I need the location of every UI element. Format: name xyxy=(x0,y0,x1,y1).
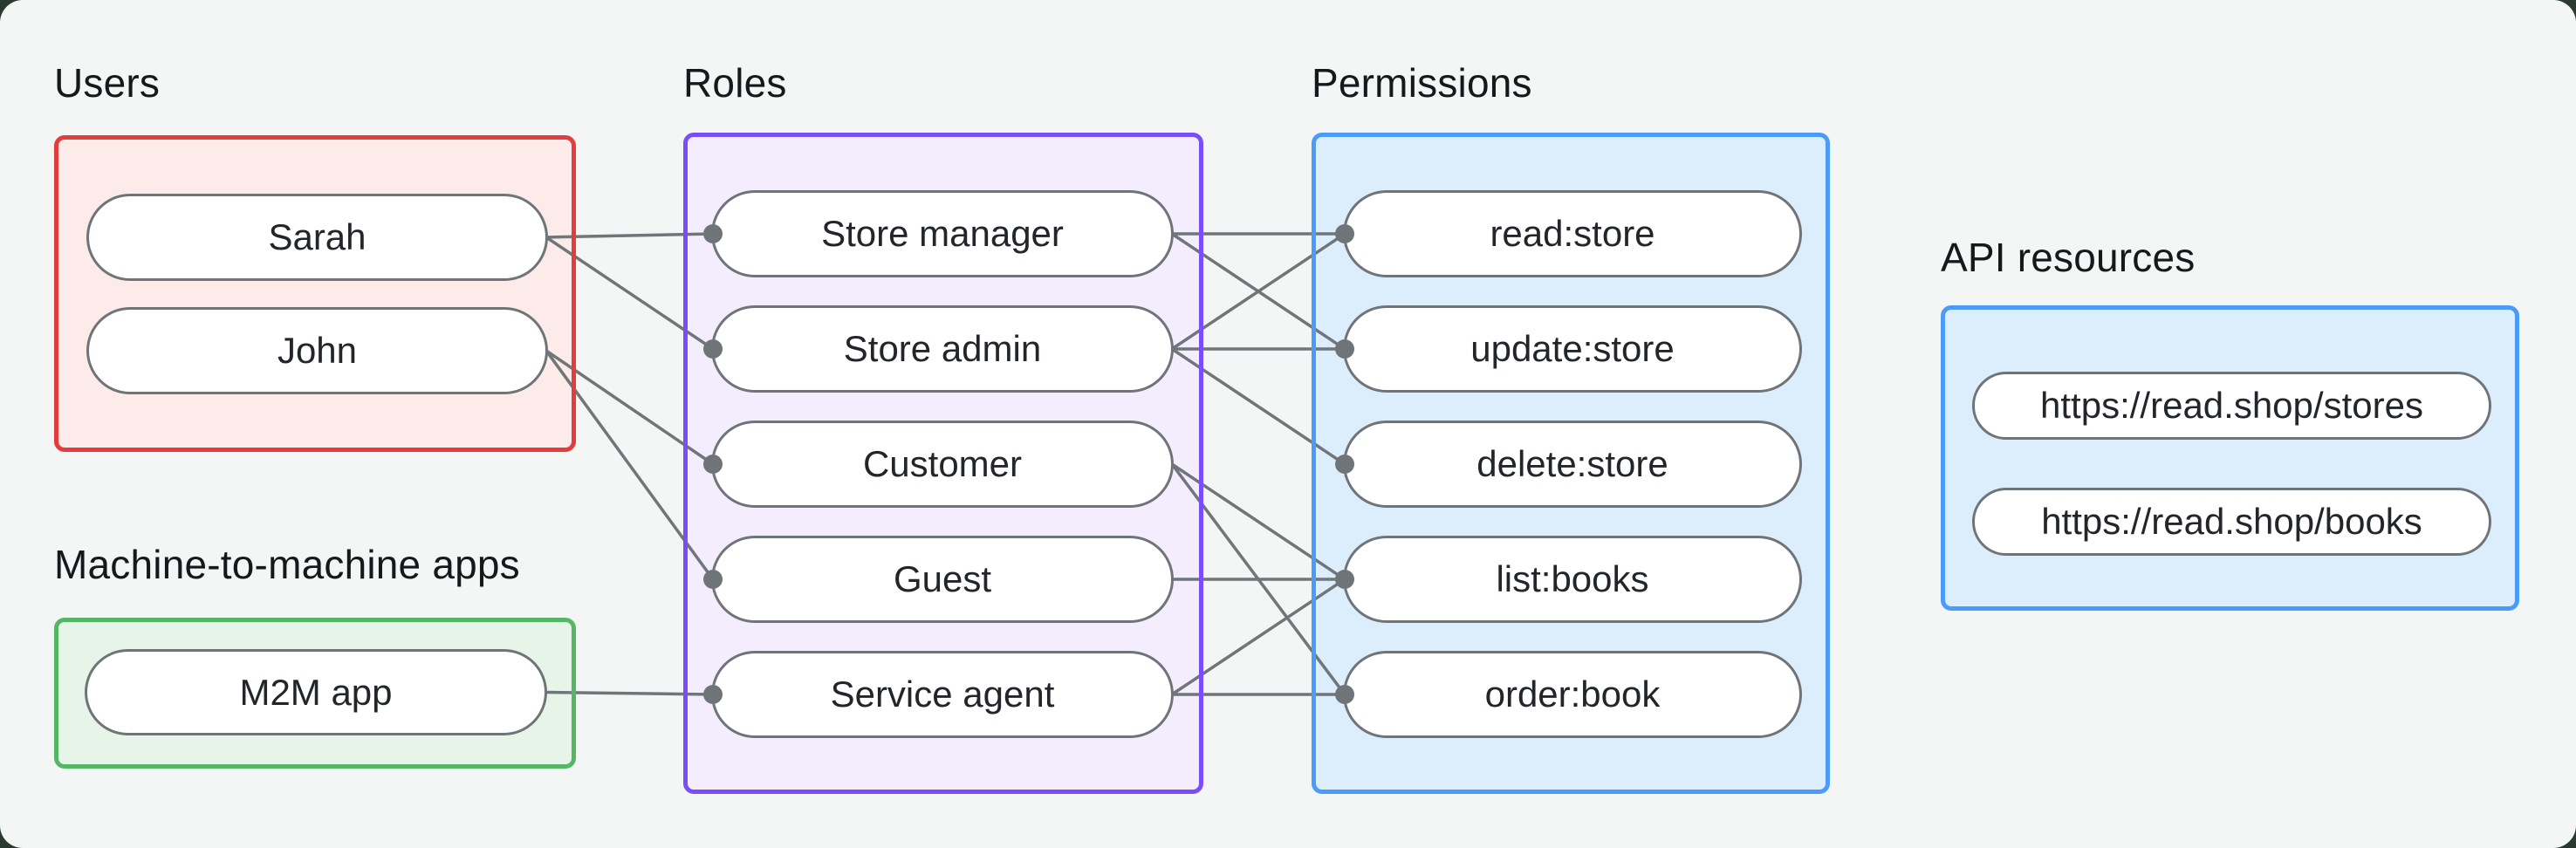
node-guest: Guest xyxy=(711,536,1174,623)
node-stores-api: https://read.shop/stores xyxy=(1972,372,2491,440)
node-update-store: update:store xyxy=(1343,305,1802,393)
resources-group-box xyxy=(1941,305,2519,611)
node-store-manager: Store manager xyxy=(711,190,1174,277)
node-m2m-app: M2M app xyxy=(85,649,547,735)
node-customer: Customer xyxy=(711,421,1174,508)
node-service-agent: Service agent xyxy=(711,651,1174,738)
node-sarah: Sarah xyxy=(86,194,548,281)
node-read-store: read:store xyxy=(1343,190,1802,277)
users-group-label: Users xyxy=(54,60,161,106)
m2m-group-label: Machine-to-machine apps xyxy=(54,542,520,587)
node-john: John xyxy=(86,307,548,394)
node-order-book: order:book xyxy=(1343,651,1802,738)
users-group-box xyxy=(54,135,576,452)
node-delete-store: delete:store xyxy=(1343,421,1802,508)
node-store-admin: Store admin xyxy=(711,305,1174,393)
node-list-books: list:books xyxy=(1343,536,1802,623)
node-books-api: https://read.shop/books xyxy=(1972,488,2491,556)
permissions-group-label: Permissions xyxy=(1312,60,1532,106)
roles-group-label: Roles xyxy=(683,60,787,106)
resources-group-label: API resources xyxy=(1941,235,2196,280)
